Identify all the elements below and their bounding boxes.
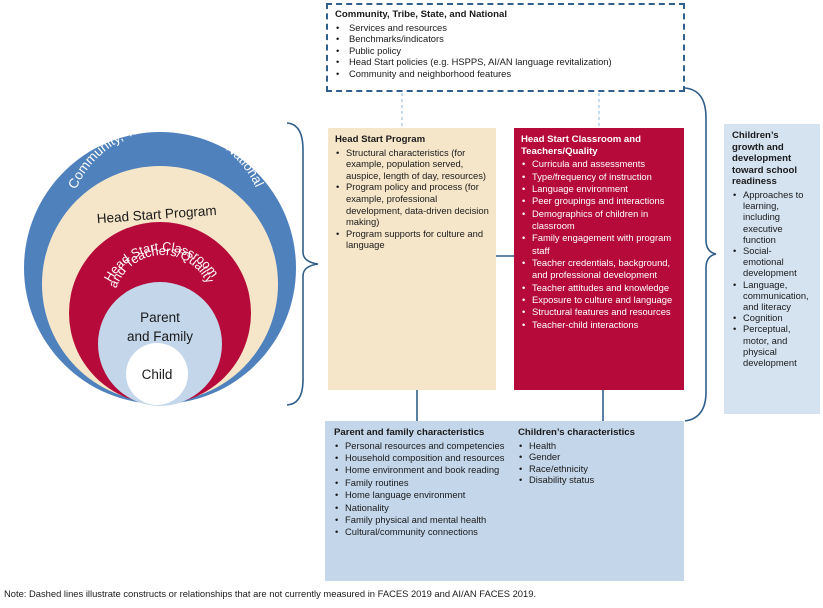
characteristics-box: Parent and family characteristics Person… bbox=[325, 421, 684, 581]
parent-ring-label-line1: Parent bbox=[140, 310, 180, 325]
parent-ring-label-line2: and Family bbox=[127, 329, 193, 344]
list-item: Family routines bbox=[334, 477, 509, 490]
child-characteristics: Children’s characteristics Health Gender… bbox=[518, 427, 678, 486]
list-item: Nationality bbox=[334, 502, 509, 515]
list-item: Health bbox=[518, 440, 678, 452]
list-item: Services and resources bbox=[335, 22, 676, 34]
list-item: Home language environment bbox=[334, 489, 509, 502]
list-item: Head Start policies (e.g. HSPPS, AI/AN l… bbox=[335, 56, 676, 68]
list-item: Teacher-child interactions bbox=[521, 319, 677, 332]
list-item: Gender bbox=[518, 451, 678, 463]
list-item: Disability status bbox=[518, 474, 678, 486]
list-item: Type/frequency of instruction bbox=[521, 171, 677, 184]
list-item: Perceptual, motor, and physical developm… bbox=[732, 323, 812, 368]
classroom-list: Curricula and assessments Type/frequency… bbox=[521, 158, 677, 331]
list-item: Language environment bbox=[521, 183, 677, 196]
list-item: Cultural/community connections bbox=[334, 526, 509, 539]
footnote: Note: Dashed lines illustrate constructs… bbox=[4, 588, 537, 599]
boxes-to-readiness-brace bbox=[684, 87, 717, 422]
program-box: Head Start Program Structural characteri… bbox=[328, 128, 496, 390]
parent-list: Personal resources and competencies Hous… bbox=[334, 440, 509, 540]
community-list: Services and resources Benchmarks/indica… bbox=[335, 22, 676, 80]
parent-title: Parent and family characteristics bbox=[334, 427, 485, 438]
readiness-box: Children’s growth and development toward… bbox=[724, 124, 820, 414]
children-title: Children’s characteristics bbox=[518, 427, 635, 438]
list-item: Social-emotional development bbox=[732, 245, 812, 279]
list-item: Structural characteristics (for example,… bbox=[335, 147, 489, 182]
list-item: Peer groupings and interactions bbox=[521, 195, 677, 208]
list-item: Approaches to learning, including execut… bbox=[732, 189, 812, 245]
classroom-box: Head Start Classroom and Teachers/Qualit… bbox=[514, 128, 684, 390]
list-item: Family physical and mental health bbox=[334, 514, 509, 527]
children-list: Health Gender Race/ethnicity Disability … bbox=[518, 440, 678, 486]
list-item: Demographics of children in classroom bbox=[521, 208, 677, 233]
list-item: Household composition and resources bbox=[334, 452, 509, 465]
community-box: Community, Tribe, State, and National Se… bbox=[326, 3, 685, 92]
list-item: Curricula and assessments bbox=[521, 158, 677, 171]
child-ring bbox=[126, 343, 188, 405]
program-list: Structural characteristics (for example,… bbox=[335, 147, 489, 251]
list-item: Public policy bbox=[335, 45, 676, 57]
list-item: Teacher attitudes and knowledge bbox=[521, 282, 677, 295]
list-item: Personal resources and competencies bbox=[334, 440, 509, 453]
list-item: Home environment and book reading bbox=[334, 464, 509, 477]
program-box-title: Head Start Program bbox=[335, 134, 426, 145]
readiness-title: Children’s growth and development toward… bbox=[732, 130, 798, 188]
list-item: Structural features and resources bbox=[521, 306, 677, 319]
list-item: Language, communication, and literacy bbox=[732, 279, 812, 313]
list-item: Teacher credentials, background, and pro… bbox=[521, 257, 677, 282]
readiness-list: Approaches to learning, including execut… bbox=[732, 189, 812, 368]
circle-to-boxes-brace bbox=[286, 122, 319, 406]
parent-characteristics: Parent and family characteristics Person… bbox=[334, 427, 509, 539]
classroom-box-title: Head Start Classroom and Teachers/Qualit… bbox=[521, 134, 641, 157]
list-item: Program supports for culture and languag… bbox=[335, 228, 489, 251]
list-item: Community and neighborhood features bbox=[335, 68, 676, 80]
list-item: Exposure to culture and language bbox=[521, 294, 677, 307]
list-item: Cognition bbox=[732, 312, 812, 323]
list-item: Benchmarks/indicators bbox=[335, 33, 676, 45]
list-item: Program policy and process (for example,… bbox=[335, 181, 489, 227]
list-item: Race/ethnicity bbox=[518, 463, 678, 475]
child-ring-label: Child bbox=[142, 367, 173, 382]
community-box-title: Community, Tribe, State, and National bbox=[335, 9, 507, 20]
list-item: Family engagement with program staff bbox=[521, 232, 677, 257]
